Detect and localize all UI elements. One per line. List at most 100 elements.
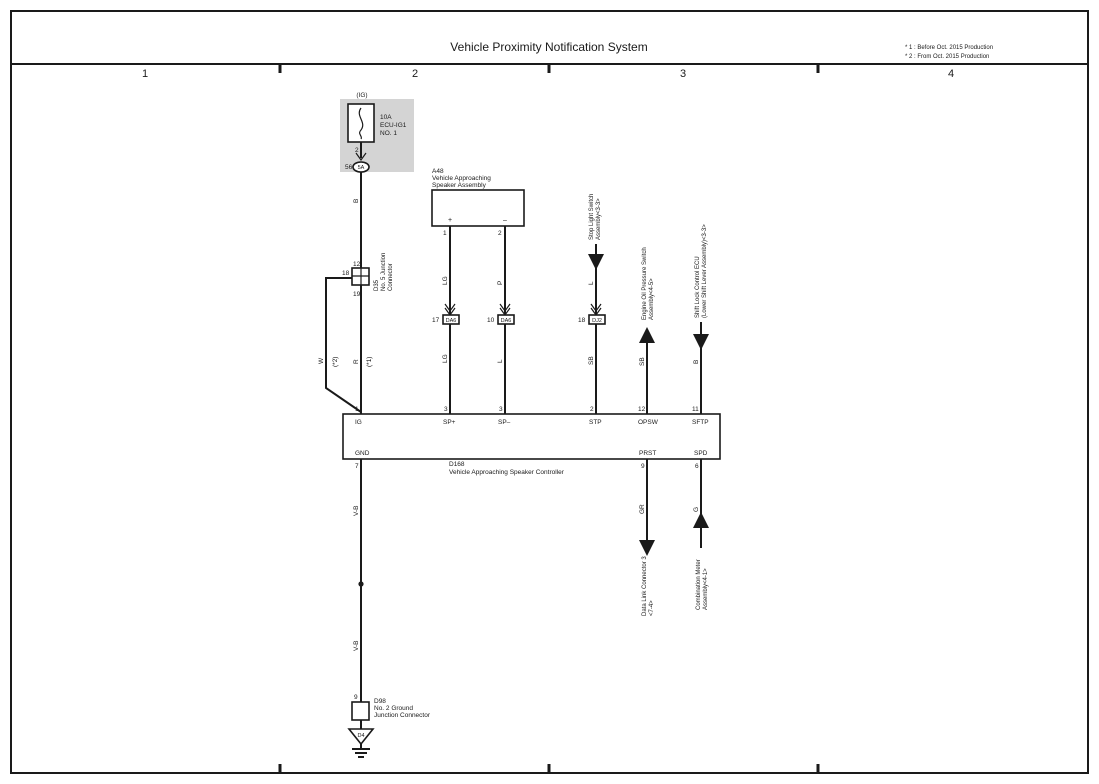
ground-d4: D4 [347, 728, 375, 758]
ecu-label-opsw: OPSW [638, 419, 659, 426]
ecu-name: Vehicle Approaching Speaker Controller [449, 469, 565, 476]
shift-lock-line2: (Lower Shift Lever Assembly)<3-3> [702, 224, 708, 318]
wire-color-lg-bottom: LG [442, 354, 449, 363]
wire-color-sb-stp: SB [588, 356, 595, 365]
ground-junction-d98: 9 D98 No. 2 Ground Junction Connector [351, 694, 431, 721]
ecu-bot-pin-1: 7 [355, 463, 359, 470]
a48-pin2: 2 [498, 230, 502, 237]
fuse-pin: 2 [355, 147, 359, 154]
connector-5a-pin: 56 [345, 164, 353, 171]
ecu-label-spd: SPD [694, 450, 708, 457]
dlc-line2: <7-4> [649, 600, 655, 616]
da6-b-label: DA6 [501, 318, 512, 324]
meter-line1: Combination Meter [696, 559, 702, 610]
ground-triangle [347, 728, 375, 746]
ecu-label-sp-minus: SP– [498, 419, 511, 426]
wire-color-g: G [693, 507, 700, 512]
d35-pin-top: 12 [353, 261, 361, 268]
d35-pin-bottom: 19 [353, 291, 361, 298]
stop-switch-line1: Stop Light Switch [589, 194, 595, 240]
d98-box [351, 701, 370, 721]
a48-line2: Speaker Assembly [432, 182, 487, 189]
fuse-ig-label: (IG) [356, 92, 367, 99]
wire-color-vb-2: V-B [353, 641, 360, 651]
wire-color-p: P [497, 281, 504, 285]
ecu-label-ig: IG [355, 419, 362, 426]
d35-line1: No. 5 Junction [381, 253, 387, 291]
dj2-connector [588, 314, 606, 325]
a48-box [431, 189, 525, 227]
d98-id: D98 [374, 698, 386, 705]
d98-line2: Junction Connector [374, 712, 431, 719]
ecu-top-pin-2: 3 [444, 406, 448, 413]
d98-pin: 9 [354, 694, 358, 701]
da6-a-label: DA6 [446, 318, 457, 324]
wire-color-b-sftp: B [693, 360, 700, 364]
legend-note-2: * 2 : From Oct. 2015 Production [905, 54, 989, 60]
wire-color-w: W [318, 357, 325, 364]
fuse-element [358, 107, 364, 140]
speaker-a48: A48 Vehicle Approaching Speaker Assembly… [431, 168, 525, 237]
a48-plus: + [448, 217, 452, 224]
wire-color-r: R [353, 359, 360, 364]
grid-col-1: 1 [142, 68, 148, 80]
fuse-block: (IG) 10A ECU-IG1 NO. 1 2 5A 56 [340, 92, 414, 173]
da6-connector-a [442, 314, 460, 325]
ecu-d168: 1 3 3 2 12 11 IG SP+ SP– STP OPSW SFTP G… [342, 406, 721, 476]
ecu-label-stp: STP [589, 419, 602, 426]
diagram-title: Vehicle Proximity Notification System [450, 40, 647, 54]
oil-switch-line1: Engine Oil Pressure Switch [642, 247, 648, 320]
ecu-top-pin-1: 1 [355, 406, 359, 413]
ecu-top-pin-5: 12 [638, 406, 646, 413]
ecu-top-pin-4: 2 [590, 406, 594, 413]
grid-col-4: 4 [948, 68, 954, 80]
wire-color-l-top: L [588, 281, 595, 285]
dj2-label: DJ2 [592, 318, 602, 324]
wire-color-gr: GR [639, 504, 646, 514]
wire-color-vb-1: V-B [353, 506, 360, 516]
ecu-label-sftp: SFTP [692, 419, 709, 426]
d35-line2: Connector [388, 263, 394, 291]
shift-lock-line1: Shift Lock Control ECU [695, 256, 701, 318]
splice-point [358, 581, 364, 587]
a48-minus: – [503, 217, 507, 224]
ecu-top-pin-3: 3 [499, 406, 503, 413]
grid-col-3: 3 [680, 68, 686, 80]
ecu-top-pin-6: 11 [692, 406, 699, 413]
ecu-bot-pin-2: 9 [641, 463, 645, 470]
dlc-line1: Data Link Connector 3 [642, 556, 648, 616]
wire-color-sb-opsw: SB [639, 357, 646, 366]
da6-a-pin: 17 [432, 317, 440, 324]
oil-switch-line2: Assembly<4-5> [649, 278, 655, 320]
a48-line1: Vehicle Approaching [432, 175, 491, 182]
fuse-rating: 10A [380, 114, 392, 121]
fuse-number: NO. 1 [380, 130, 397, 137]
variant-1-label: (*1) [366, 357, 373, 367]
wire-ig-w-variant [325, 277, 362, 413]
variant-2-label: (*2) [332, 357, 339, 367]
ecu-label-sp-plus: SP+ [443, 419, 456, 426]
dj2-pin: 18 [578, 317, 586, 324]
stop-switch-line2: Assembly<3-3> [596, 198, 602, 240]
d98-line1: No. 2 Ground [374, 705, 413, 712]
a48-pin1: 1 [443, 230, 447, 237]
d35-id: D35 [374, 279, 380, 291]
ecu-label-gnd: GND [355, 450, 370, 457]
junction-d35: 12 18 19 D35 No. 5 Junction Connector [342, 253, 394, 298]
ground-label: D4 [357, 733, 364, 739]
ecu-bot-pin-3: 6 [695, 463, 699, 470]
ecu-box [342, 413, 721, 460]
wire-color-l-bottom: L [497, 359, 504, 363]
fuse-name: ECU-IG1 [380, 122, 407, 129]
meter-line2: Assembly<4-1> [703, 568, 709, 610]
da6-connector-b [497, 314, 515, 325]
connector-5a-label: 5A [358, 165, 365, 171]
d35-pin-left: 18 [342, 270, 350, 277]
grid-col-2: 2 [412, 68, 418, 80]
ecu-id: D168 [449, 461, 465, 468]
wire-color-b: B [353, 199, 360, 203]
wire-color-lg-top: LG [442, 276, 449, 285]
frame [10, 10, 1089, 774]
da6-b-pin: 10 [487, 317, 495, 324]
